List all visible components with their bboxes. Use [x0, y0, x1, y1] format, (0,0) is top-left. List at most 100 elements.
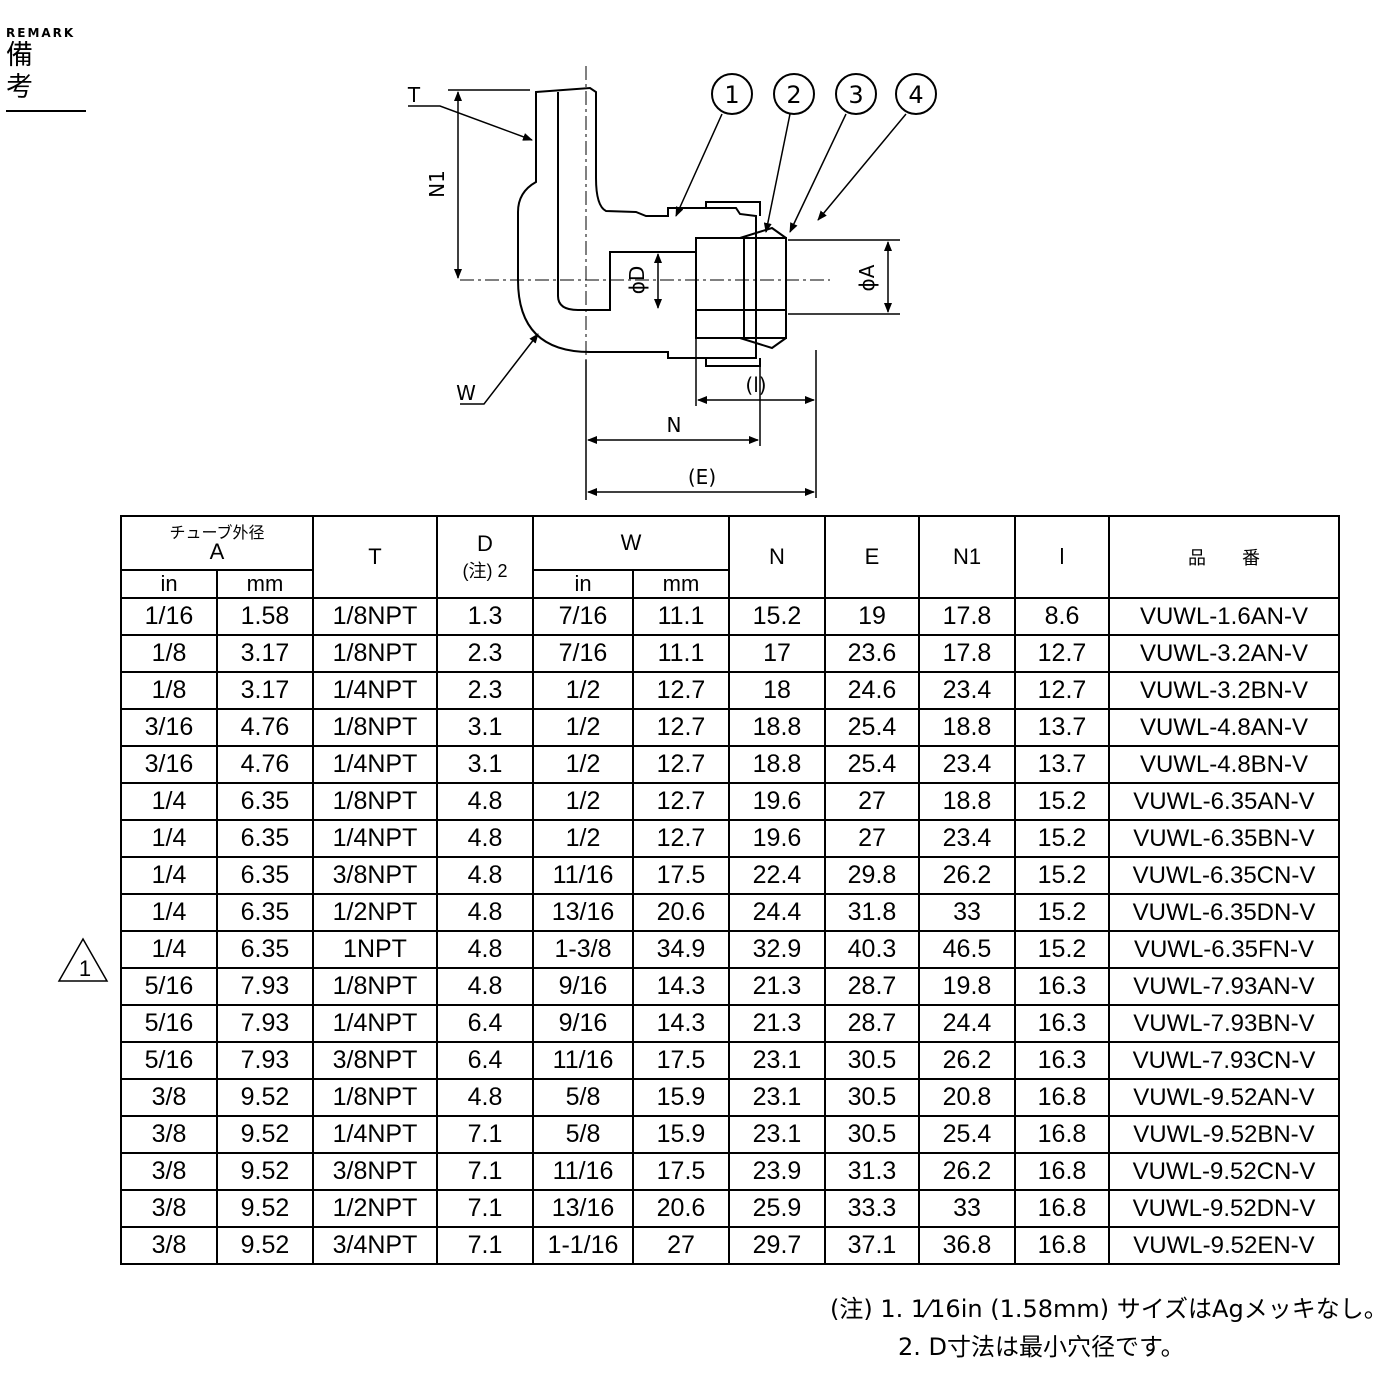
cell-e: 25.4 — [824, 745, 920, 784]
callout-1-circle — [711, 73, 753, 115]
cell-a-in: 5/16 — [120, 1041, 218, 1080]
cell-a-in: 3/16 — [120, 708, 218, 747]
cell-n: 18.8 — [728, 708, 826, 747]
note-2: 2. D寸法は最小穴径です。 — [898, 1333, 1185, 1361]
cell-a-in: 3/16 — [120, 745, 218, 784]
cell-w-mm: 15.9 — [632, 1115, 730, 1154]
remark-label-jp: 備 考 — [6, 40, 86, 112]
cell-e: 25.4 — [824, 708, 920, 747]
cell-w-mm: 12.7 — [632, 745, 730, 784]
cell-n: 32.9 — [728, 930, 826, 969]
cell-a-in: 5/16 — [120, 967, 218, 1006]
cell-part-number: VUWL-9.52BN-V — [1108, 1115, 1340, 1154]
cell-e: 40.3 — [824, 930, 920, 969]
cell-d: 4.8 — [436, 893, 534, 932]
cell-a-mm: 6.35 — [216, 930, 314, 969]
cell-n: 17 — [728, 634, 826, 673]
cell-d: 2.3 — [436, 634, 534, 673]
cell-part-number: VUWL-6.35CN-V — [1108, 856, 1340, 895]
cell-part-number: VUWL-9.52EN-V — [1108, 1226, 1340, 1265]
cell-n1: 18.8 — [918, 708, 1016, 747]
cell-n1: 17.8 — [918, 597, 1016, 636]
cell-l: 15.2 — [1014, 819, 1110, 858]
ferrule-front — [739, 226, 787, 239]
cell-w-in: 5/8 — [532, 1115, 634, 1154]
cell-a-mm: 9.52 — [216, 1152, 314, 1191]
cell-w-in: 1-1/16 — [532, 1226, 634, 1265]
cell-l: 15.2 — [1014, 856, 1110, 895]
cell-n1: 36.8 — [918, 1226, 1016, 1265]
cell-l: 12.7 — [1014, 634, 1110, 673]
cell-n: 19.6 — [728, 782, 826, 821]
cell-d: 4.8 — [436, 967, 534, 1006]
cell-e: 33.3 — [824, 1189, 920, 1228]
cell-e: 30.5 — [824, 1078, 920, 1117]
cell-t: 3/8NPT — [312, 856, 438, 895]
header-a-mm: mm — [216, 569, 314, 599]
cell-w-in: 1-3/8 — [532, 930, 634, 969]
cell-a-in: 1/16 — [120, 597, 218, 636]
cell-a-mm: 9.52 — [216, 1078, 314, 1117]
cell-a-in: 1/8 — [120, 634, 218, 673]
cell-n1: 26.2 — [918, 1152, 1016, 1191]
cell-d: 7.1 — [436, 1152, 534, 1191]
cell-w-mm: 27 — [632, 1226, 730, 1265]
header-w: W — [532, 515, 730, 571]
cell-n1: 20.8 — [918, 1078, 1016, 1117]
cell-n: 29.7 — [728, 1226, 826, 1265]
leader-1 — [675, 113, 723, 217]
cell-part-number: VUWL-6.35BN-V — [1108, 819, 1340, 858]
cell-l: 16.8 — [1014, 1226, 1110, 1265]
cell-t: 1/4NPT — [312, 819, 438, 858]
header-d: D (注) 2 — [436, 515, 534, 599]
cell-t: 1/8NPT — [312, 1078, 438, 1117]
cell-a-mm: 7.93 — [216, 1041, 314, 1080]
cell-t: 1/4NPT — [312, 1115, 438, 1154]
cell-n: 18 — [728, 671, 826, 710]
header-l: l — [1014, 515, 1110, 599]
cell-e: 23.6 — [824, 634, 920, 673]
cell-n1: 26.2 — [918, 1041, 1016, 1080]
cell-part-number: VUWL-4.8AN-V — [1108, 708, 1340, 747]
cell-a-in: 1/4 — [120, 819, 218, 858]
cell-l: 16.8 — [1014, 1189, 1110, 1228]
cell-d: 7.1 — [436, 1115, 534, 1154]
cell-w-mm: 12.7 — [632, 708, 730, 747]
cell-a-mm: 9.52 — [216, 1226, 314, 1265]
cell-a-mm: 7.93 — [216, 1004, 314, 1043]
cell-t: 3/8NPT — [312, 1152, 438, 1191]
cell-n1: 33 — [918, 1189, 1016, 1228]
header-n: N — [728, 515, 826, 599]
cell-l: 12.7 — [1014, 671, 1110, 710]
cell-d: 3.1 — [436, 745, 534, 784]
cell-w-mm: 11.1 — [632, 634, 730, 673]
cell-d: 6.4 — [436, 1041, 534, 1080]
cell-d: 4.8 — [436, 782, 534, 821]
cell-e: 31.8 — [824, 893, 920, 932]
label-l: (l) — [745, 373, 766, 397]
cell-w-mm: 12.7 — [632, 819, 730, 858]
leader-3 — [789, 113, 847, 233]
cell-t: 1/2NPT — [312, 893, 438, 932]
cell-l: 16.8 — [1014, 1115, 1110, 1154]
cell-w-in: 1/2 — [532, 782, 634, 821]
cell-a-in: 3/8 — [120, 1152, 218, 1191]
cell-l: 16.3 — [1014, 1004, 1110, 1043]
header-w-mm: mm — [632, 569, 730, 599]
cell-a-in: 1/4 — [120, 782, 218, 821]
label-n: N — [667, 413, 682, 437]
cell-w-mm: 17.5 — [632, 1152, 730, 1191]
cell-a-in: 1/4 — [120, 893, 218, 932]
cell-l: 16.3 — [1014, 1041, 1110, 1080]
cell-part-number: VUWL-3.2BN-V — [1108, 671, 1340, 710]
cell-w-in: 1/2 — [532, 671, 634, 710]
cell-e: 31.3 — [824, 1152, 920, 1191]
cell-d: 2.3 — [436, 671, 534, 710]
